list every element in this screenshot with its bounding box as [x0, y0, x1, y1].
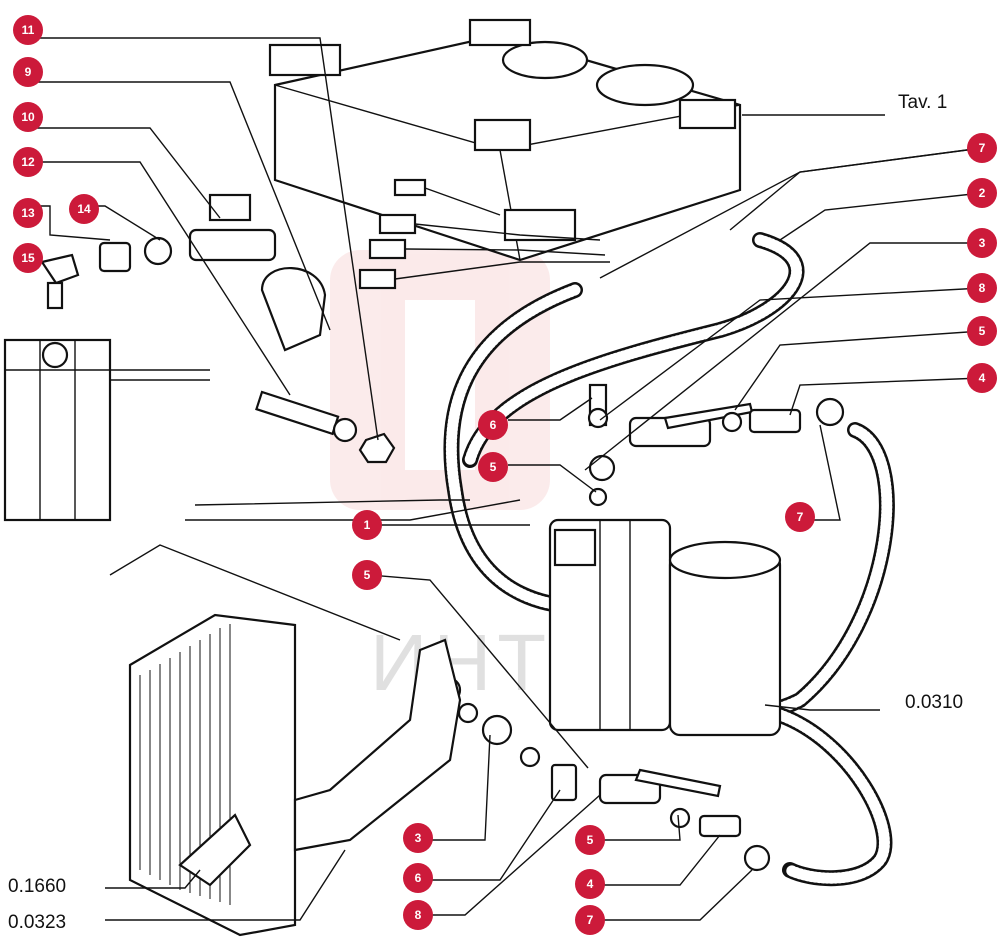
- callout-5-left: 5: [352, 560, 382, 590]
- callout-3-top: 3: [967, 228, 997, 258]
- svg-text:8: 8: [979, 281, 986, 295]
- filter-housing: [548, 518, 782, 737]
- valve-upper: [628, 397, 845, 448]
- svg-text:3: 3: [979, 236, 986, 250]
- svg-text:7: 7: [587, 913, 594, 927]
- svg-text:6: 6: [415, 871, 422, 885]
- callout-7-top: 7: [967, 133, 997, 163]
- callout-10: 10: [13, 102, 43, 132]
- valve-lower: [598, 768, 771, 872]
- callout-6-bottom: 6: [403, 863, 433, 893]
- svg-text:5: 5: [364, 568, 371, 582]
- callout-11: 11: [13, 15, 43, 45]
- part-code-0310: 0.0310: [905, 692, 963, 713]
- callout-2: 2: [967, 178, 997, 208]
- svg-text:11: 11: [22, 23, 35, 37]
- radiator: [128, 613, 462, 937]
- svg-text:7: 7: [797, 510, 804, 524]
- leader-lines: [28, 37, 983, 921]
- svg-text:5: 5: [587, 833, 594, 847]
- callout-8-bottom: 8: [403, 900, 433, 930]
- svg-text:15: 15: [21, 251, 35, 265]
- bolts: [255, 383, 616, 507]
- wiring-harness: [358, 178, 610, 290]
- engine-block: [3, 338, 210, 522]
- callout-6-mid: 6: [478, 410, 508, 440]
- svg-text:5: 5: [979, 324, 986, 338]
- callout-5-mid: 5: [478, 452, 508, 482]
- callout-7-bottom: 7: [575, 905, 605, 935]
- table-label: Tav. 1: [898, 92, 947, 113]
- heater-box: [268, 18, 742, 262]
- svg-text:14: 14: [77, 202, 91, 216]
- callout-9: 9: [13, 57, 43, 87]
- svg-text:13: 13: [21, 206, 35, 220]
- svg-text:2: 2: [979, 186, 986, 200]
- svg-text:7: 7: [979, 141, 986, 155]
- svg-text:4: 4: [979, 371, 986, 385]
- callout-7-mid: 7: [785, 502, 815, 532]
- svg-text:4: 4: [587, 877, 594, 891]
- part-code-0323: 0.0323: [8, 912, 66, 933]
- svg-text:9: 9: [25, 65, 32, 79]
- callout-12: 12: [13, 147, 43, 177]
- svg-text:6: 6: [490, 418, 497, 432]
- callout-4-bottom: 4: [575, 869, 605, 899]
- callout-14: 14: [69, 194, 99, 224]
- svg-text:12: 12: [21, 155, 35, 169]
- part-code-1660: 0.1660: [8, 876, 66, 897]
- callout-3-bottom: 3: [403, 823, 433, 853]
- svg-text:10: 10: [21, 110, 35, 124]
- callout-5-right: 5: [967, 316, 997, 346]
- callout-13: 13: [13, 198, 43, 228]
- callout-badges: 11 9 10 12 13 14 15 7 2 3 8 5 4 6 5 7 1 …: [13, 15, 997, 935]
- callout-1: 1: [352, 510, 382, 540]
- callout-8-top: 8: [967, 273, 997, 303]
- svg-text:5: 5: [490, 460, 497, 474]
- callout-4-right: 4: [967, 363, 997, 393]
- svg-text:8: 8: [415, 908, 422, 922]
- svg-text:1: 1: [364, 518, 371, 532]
- callout-15: 15: [13, 243, 43, 273]
- left-fittings: [40, 193, 327, 352]
- callout-5-bottom: 5: [575, 825, 605, 855]
- svg-text:3: 3: [415, 831, 422, 845]
